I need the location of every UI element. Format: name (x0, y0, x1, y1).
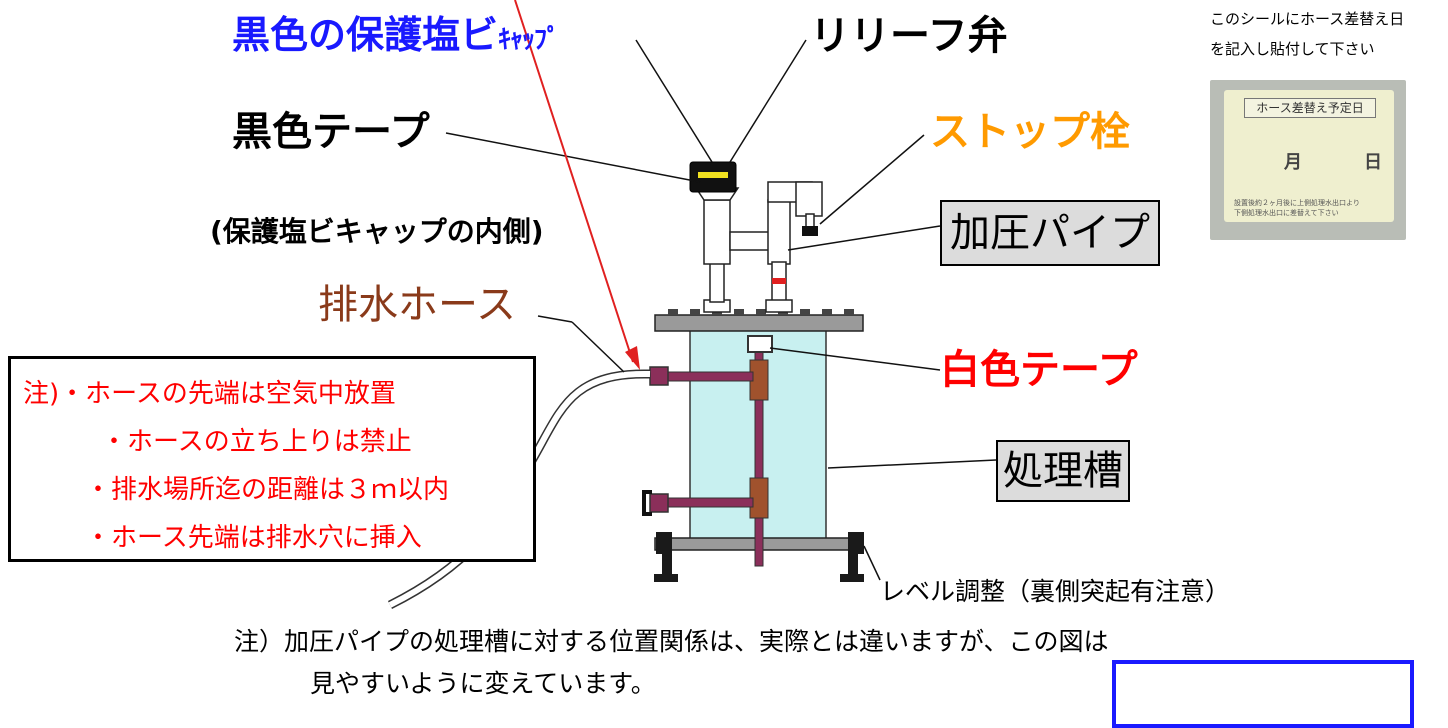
seal-caption-line-1: このシールにホース差替え日 (1210, 10, 1405, 28)
black-tape-label: 黒色テープ (232, 109, 430, 155)
protect-cap-main: 黒色の保護塩ビ (232, 13, 499, 57)
caution-line-2: ・ホースの立ち上りは禁止 (101, 427, 412, 457)
upper-outlet-pipe (664, 371, 754, 382)
seal-month: 月 (1284, 152, 1302, 173)
top-plate-bolts (668, 309, 854, 315)
stopcock-black (802, 226, 818, 236)
seal-day: 日 (1364, 152, 1382, 173)
seal-header: ホース差替え予定日 (1244, 98, 1376, 118)
lower-outlet-cap (649, 493, 669, 513)
lower-outlet-clip (642, 490, 652, 516)
red-arrow-head (625, 346, 640, 370)
white-tape-marker (747, 335, 773, 353)
caution-line-1: 注)・ホースの先端は空気中放置 (23, 379, 396, 409)
connector-pipe (729, 231, 771, 251)
footer-note-line-2: 見やすいように変えています。 (310, 669, 656, 698)
caution-line-3: ・排水場所迄の距離は３ｍ以内 (85, 475, 450, 505)
relief-valve-label: リリーフ弁 (810, 13, 1008, 59)
red-arrow-line (514, 0, 634, 363)
seal-caption-line-2: を記入し貼付して下さい (1210, 40, 1375, 58)
level-adjust-label: レベル調整（裏側突起有注意） (880, 577, 1231, 606)
upper-outlet-cap (649, 366, 669, 386)
blue-outline-box (1112, 660, 1414, 728)
leveling-feet (654, 532, 864, 582)
pressure-column-base (765, 299, 793, 313)
relief-column-mid (703, 199, 731, 265)
white-tape-label: 白色テープ (940, 347, 1138, 393)
drain-hose-label: 排水ホース (318, 282, 516, 328)
caution-line-4: ・ホース先端は排水穴に挿入 (85, 523, 422, 553)
stopcock-label: ストップ栓 (930, 109, 1130, 155)
leader-lines (445, 39, 997, 581)
seal-sticker: ホース差替え予定日 月 日 設置後約２ヶ月後に上側処理水出口より 下側処理水出口… (1224, 90, 1394, 222)
seal-photo: ホース差替え予定日 月 日 設置後約２ヶ月後に上側処理水出口より 下側処理水出口… (1210, 80, 1406, 240)
pressure-column (767, 199, 791, 265)
pressure-red-band (772, 278, 786, 284)
pressure-pipe-label: 加圧パイプ (940, 200, 1160, 266)
top-plate (654, 314, 864, 332)
treatment-tank-label: 処理槽 (996, 440, 1130, 502)
stopcock-stem (805, 213, 815, 229)
protect-cap-label: 黒色の保護塩ビｷｬｯﾌﾟ (232, 13, 560, 57)
diagram-drawing (387, 0, 997, 610)
lower-outlet-pipe (664, 497, 754, 508)
relief-column-low (709, 261, 725, 303)
protect-cap-small: ｷｬｯﾌﾟ (498, 25, 560, 55)
caution-box: 注)・ホースの先端は空気中放置 ・ホースの立ち上りは禁止 ・排水場所迄の距離は３… (8, 356, 536, 562)
seal-note-line-1: 設置後約２ヶ月後に上側処理水出口より (1234, 199, 1360, 207)
cap-inside-label: (保護塩ビキャップの内側) (210, 215, 544, 248)
relief-yellow-band (698, 172, 728, 178)
pressure-elbow-right (795, 181, 823, 217)
seal-note-line-2: 下側処理水出口に差替えて下さい (1234, 209, 1339, 217)
footer-note-line-1: 注）加圧パイプの処理槽に対する位置関係は、実際とは違いますが、この図は (234, 627, 1109, 656)
